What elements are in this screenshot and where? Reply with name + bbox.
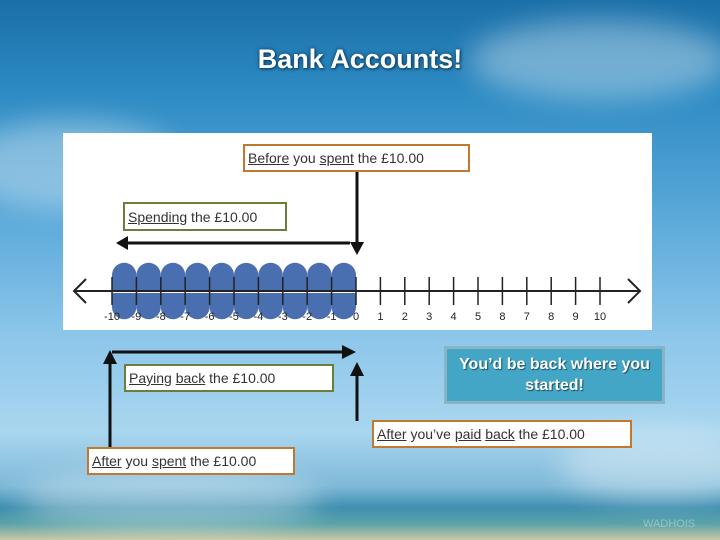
return-hop--4-to--3 bbox=[258, 293, 283, 320]
back-where-started-callout: You’d be back where you started! bbox=[444, 346, 665, 404]
before-spent-label: Before you spent the £10.00 bbox=[243, 144, 470, 172]
hop--7-to--8 bbox=[160, 262, 186, 291]
tick-label-10: 10 bbox=[594, 311, 606, 323]
tick-label-7: 7 bbox=[524, 311, 530, 323]
tick-label-3: 3 bbox=[426, 311, 432, 323]
return-hop--3-to--2 bbox=[282, 293, 308, 320]
spending-hops bbox=[111, 262, 356, 320]
spending-left-arrowhead bbox=[116, 236, 128, 250]
return-hop--7-to--6 bbox=[185, 293, 210, 320]
before-down-arrowhead bbox=[350, 242, 364, 255]
tick-label--6: -6 bbox=[205, 311, 215, 323]
return-hop--5-to--4 bbox=[234, 293, 259, 320]
return-hop--6-to--5 bbox=[209, 293, 234, 320]
after-paid-back-label: After you’ve paid back the £10.00 bbox=[372, 420, 632, 448]
number-line-left-arrowhead bbox=[72, 278, 87, 304]
tick-label-6: 8 bbox=[499, 311, 505, 323]
arrows bbox=[103, 172, 364, 450]
tick-label--7: -7 bbox=[180, 311, 190, 323]
tick-label--8: -8 bbox=[156, 311, 166, 323]
hop--6-to--7 bbox=[185, 262, 210, 291]
tick-label-1: 1 bbox=[377, 311, 383, 323]
tick-label--5: -5 bbox=[229, 311, 239, 323]
hop--1-to--2 bbox=[307, 262, 332, 291]
return-hop--8-to--7 bbox=[160, 293, 186, 320]
spending-label: Spending the £10.00 bbox=[123, 202, 287, 231]
return-hop--10-to--9 bbox=[111, 293, 137, 320]
tick-label--1: -1 bbox=[327, 311, 337, 323]
return-hop--1-to-0 bbox=[331, 293, 356, 320]
watermark: WADHOIS bbox=[643, 518, 696, 530]
tick-label--2: -2 bbox=[302, 311, 312, 323]
after-spent-up-arrowhead bbox=[103, 350, 117, 364]
paying-back-right-arrowhead bbox=[342, 345, 356, 359]
paying-back-label: Paying back the £10.00 bbox=[124, 364, 334, 392]
hop--8-to--9 bbox=[136, 262, 161, 291]
number-line-ticks bbox=[111, 277, 601, 305]
tick-label--10: -10 bbox=[104, 311, 120, 323]
after-spent-label: After you spent the £10.00 bbox=[87, 447, 295, 475]
tick-label-4: 4 bbox=[451, 311, 457, 323]
tick-label-0: 0 bbox=[353, 311, 359, 323]
tick-label-5: 5 bbox=[475, 311, 481, 323]
tick-label--4: -4 bbox=[254, 311, 264, 323]
tick-label--3: -3 bbox=[278, 311, 288, 323]
tick-label-9: 9 bbox=[573, 311, 579, 323]
tick-label-8: 8 bbox=[548, 311, 554, 323]
hop--4-to--5 bbox=[234, 262, 259, 291]
tick-label-2: 2 bbox=[402, 311, 408, 323]
hop--2-to--3 bbox=[282, 262, 308, 291]
tick-label--9: -9 bbox=[132, 311, 142, 323]
after-paid-up-arrowhead bbox=[350, 362, 364, 376]
hop--3-to--4 bbox=[258, 262, 283, 291]
hop--5-to--6 bbox=[209, 262, 234, 291]
page-title: Bank Accounts! bbox=[257, 44, 463, 74]
hop-0-to--1 bbox=[331, 262, 356, 291]
return-hop--2-to--1 bbox=[307, 293, 332, 320]
number-line-right-arrowhead bbox=[627, 278, 642, 304]
return-hop--9-to--8 bbox=[136, 293, 161, 320]
hop--9-to--10 bbox=[111, 262, 137, 291]
